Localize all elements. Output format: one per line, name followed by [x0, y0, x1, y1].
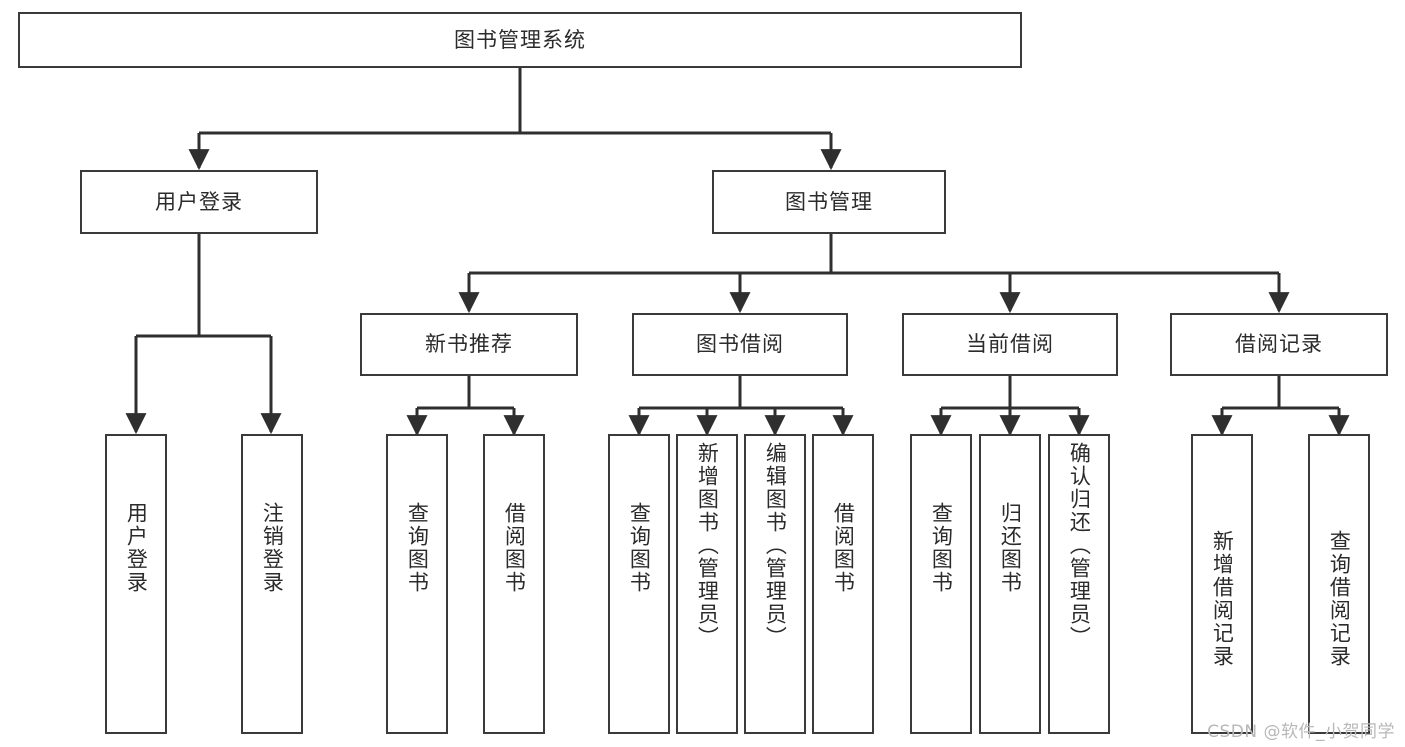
node-book-management[interactable]: 图书管理 [712, 170, 946, 234]
node-label: 图书管理系统 [454, 27, 586, 52]
node-label: 编辑图书（管理员） [763, 442, 788, 649]
node-label: 图书管理 [785, 189, 873, 214]
leaf-user-login-logout[interactable]: 注销登录 [241, 434, 303, 734]
leaf-current-borrow-return[interactable]: 归还图书 [979, 434, 1041, 734]
node-label: 确认归还（管理员） [1067, 442, 1092, 649]
node-user-login[interactable]: 用户登录 [80, 170, 318, 234]
leaf-book-borrow-edit[interactable]: 编辑图书（管理员） [744, 434, 806, 734]
watermark-text: CSDN @软件_小贺同学 [1207, 722, 1395, 742]
leaf-borrow-record-query[interactable]: 查询借阅记录 [1308, 434, 1370, 734]
node-label: 用户登录 [155, 189, 243, 214]
node-label: 新增借阅记录 [1210, 530, 1235, 668]
leaf-new-book-query[interactable]: 查询图书 [386, 434, 448, 734]
node-label: 用户登录 [124, 502, 149, 594]
node-label: 注销登录 [260, 502, 285, 594]
node-label: 借阅图书 [831, 502, 856, 594]
leaf-borrow-record-add[interactable]: 新增借阅记录 [1191, 434, 1253, 734]
node-label: 借阅记录 [1235, 332, 1323, 357]
node-borrow-record[interactable]: 借阅记录 [1170, 313, 1388, 376]
node-root-system[interactable]: 图书管理系统 [18, 12, 1022, 68]
node-label: 新增图书（管理员） [695, 442, 720, 649]
node-label: 查询图书 [627, 502, 652, 594]
leaf-book-borrow-query[interactable]: 查询图书 [608, 434, 670, 734]
node-label: 图书借阅 [696, 332, 784, 357]
node-new-book-recommend[interactable]: 新书推荐 [360, 313, 578, 376]
leaf-user-login-login[interactable]: 用户登录 [105, 434, 167, 734]
node-label: 新书推荐 [425, 332, 513, 357]
node-label: 查询借阅记录 [1327, 530, 1352, 668]
leaf-book-borrow-add[interactable]: 新增图书（管理员） [676, 434, 738, 734]
node-label: 当前借阅 [966, 332, 1054, 357]
node-current-borrow[interactable]: 当前借阅 [902, 313, 1118, 376]
node-label: 查询图书 [405, 502, 430, 594]
node-book-borrow[interactable]: 图书借阅 [632, 313, 848, 376]
leaf-new-book-borrow[interactable]: 借阅图书 [483, 434, 545, 734]
leaf-current-borrow-query[interactable]: 查询图书 [910, 434, 972, 734]
leaf-book-borrow-borrow[interactable]: 借阅图书 [812, 434, 874, 734]
leaf-current-borrow-confirm-return[interactable]: 确认归还（管理员） [1048, 434, 1110, 734]
node-label: 借阅图书 [502, 502, 527, 594]
node-label: 查询图书 [929, 502, 954, 594]
node-label: 归还图书 [998, 502, 1023, 594]
